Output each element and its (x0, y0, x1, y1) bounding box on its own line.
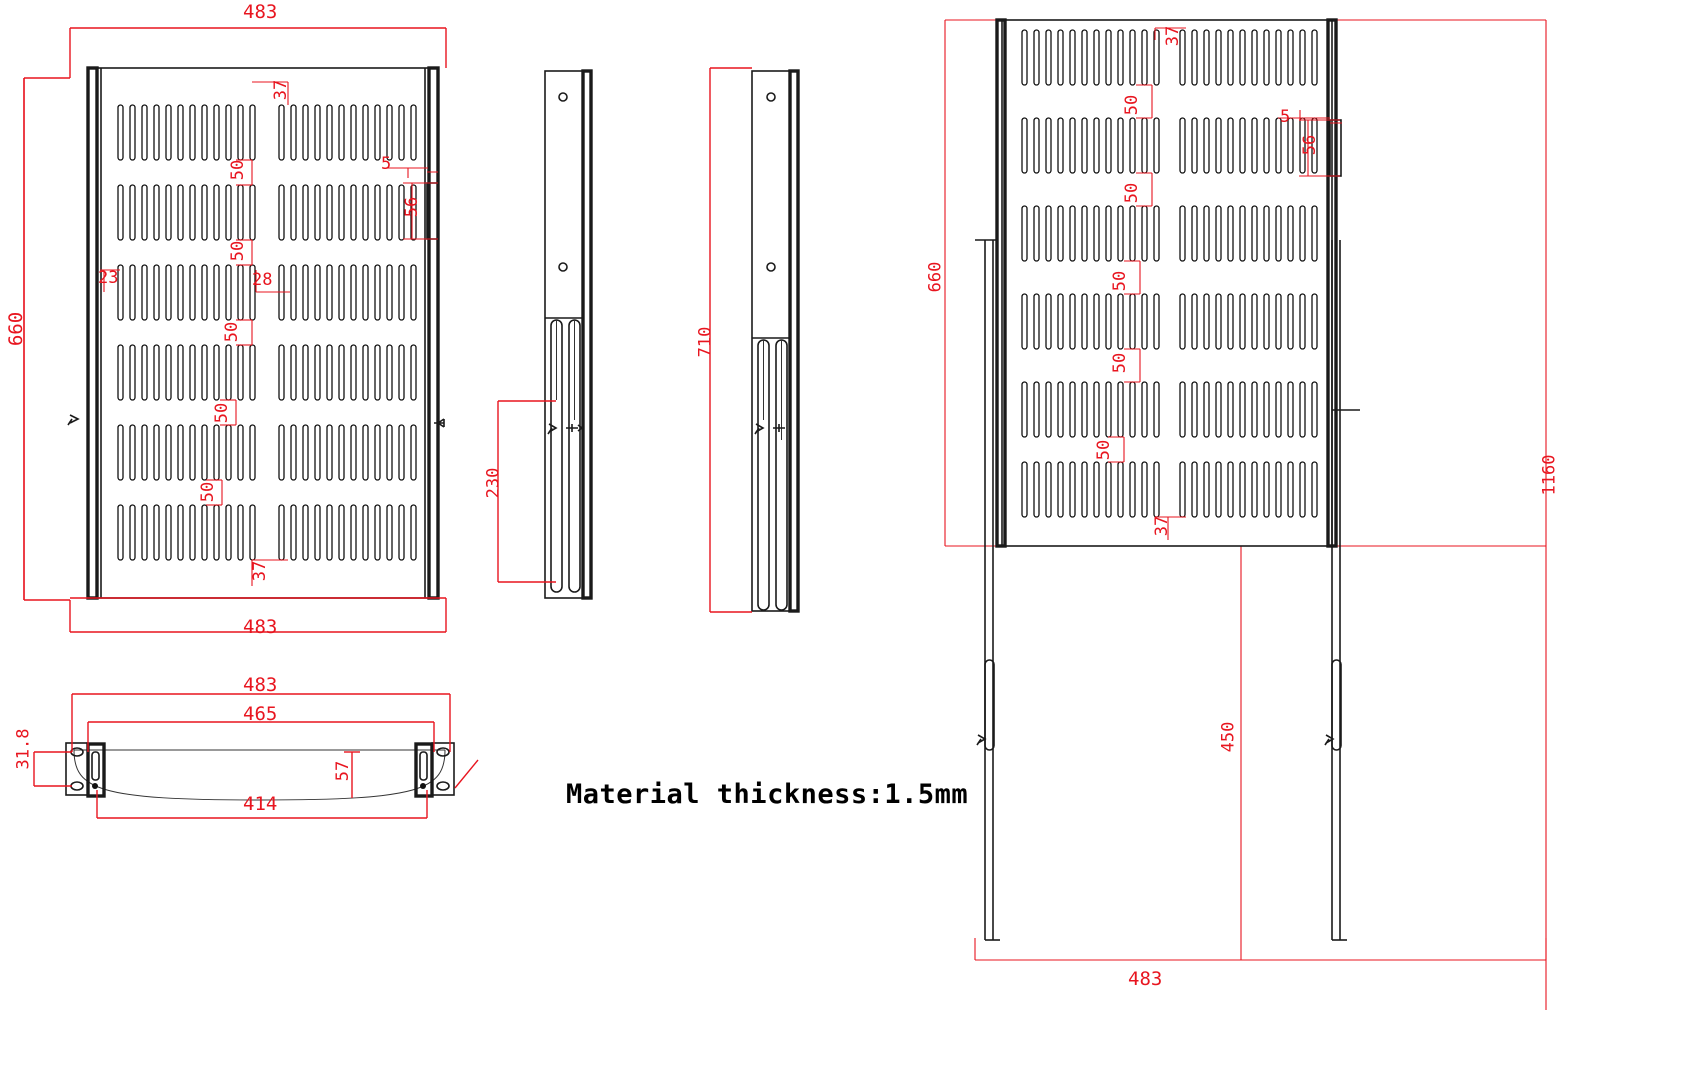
dim-label-ext-37-top: 37 (1163, 25, 1184, 47)
side-view-left (497, 69, 593, 600)
side-left-dim-230 (497, 400, 556, 583)
dim-label-660-left: 660 (5, 311, 28, 347)
bottom-view (33, 693, 479, 819)
front-plate-outline (87, 67, 439, 599)
front-inner-dims (100, 81, 438, 586)
front-left-rail (86, 66, 99, 600)
dim-label-bottom-483: 483 (243, 674, 278, 696)
dim-label-50-e: 50 (198, 481, 219, 503)
ext-slide-rails (975, 239, 1360, 941)
dim-label-710: 710 (695, 326, 716, 358)
ext-vent-slots (1021, 29, 1318, 518)
extended-view (944, 18, 1547, 1010)
dim-label-230: 230 (483, 467, 504, 499)
dim-label-ext-50-b: 50 (1122, 182, 1143, 204)
dim-label-5: 5 (381, 154, 392, 174)
dim-label-50-b: 50 (228, 240, 249, 262)
bottom-right-bracket (414, 742, 455, 798)
ext-right-latch-icon (1324, 734, 1335, 746)
dim-label-50-d: 50 (212, 402, 233, 424)
bottom-dim-57 (344, 751, 360, 798)
bottom-dim-465 (87, 721, 435, 752)
dim-label-ext-483: 483 (1128, 968, 1163, 990)
dim-label-56: 56 (402, 196, 423, 218)
bottom-dim-414 (96, 790, 428, 819)
side-right-hole-top (766, 92, 776, 102)
dim-label-ext-1160: 1160 (1539, 454, 1560, 496)
dim-label-23: 23 (98, 268, 119, 288)
ext-dim-450-483-frame (974, 545, 1547, 961)
side-right-hole-mid (766, 262, 776, 272)
dim-label-bottom-318: 31.8 (13, 728, 34, 770)
material-thickness-note: Material thickness:1.5mm (566, 779, 969, 810)
dim-label-ext-660: 660 (925, 261, 946, 293)
dim-label-ext-50-c: 50 (1110, 270, 1131, 292)
dim-label-ext-56: 56 (1300, 134, 1321, 156)
dim-label-28: 28 (252, 270, 273, 290)
side-view-right (709, 67, 800, 613)
side-left-hole-mid (558, 262, 568, 272)
dim-label-bottom-465: 465 (243, 703, 278, 725)
dim-label-37-top: 37 (271, 79, 292, 101)
dim-label-37-bottom: 37 (250, 560, 271, 582)
bottom-leader (454, 759, 479, 789)
dim-label-ext-450: 450 (1218, 721, 1239, 753)
ext-left-rail (995, 18, 1007, 548)
dim-label-ext-50-e: 50 (1094, 439, 1115, 461)
dim-label-ext-37-bottom: 37 (1152, 515, 1173, 537)
side-left-latch-icon-2 (566, 424, 584, 432)
side-right-latch-icon (754, 423, 765, 435)
side-left-latch-icon (547, 423, 558, 435)
dim-label-bottom-57: 57 (333, 760, 354, 782)
dim-label-483-top: 483 (243, 1, 278, 23)
bottom-profile (73, 749, 446, 801)
dim-label-ext-50-d: 50 (1110, 352, 1131, 374)
dim-label-ext-5: 5 (1280, 107, 1291, 127)
side-left-hole-top (558, 92, 568, 102)
ext-left-latch-icon (976, 734, 987, 746)
side-right-dim-710 (709, 67, 752, 613)
bottom-dim-318 (33, 751, 72, 787)
front-right-rail (427, 66, 440, 600)
ext-inner-dims (1108, 27, 1342, 540)
front-dim-483-bottom (24, 597, 447, 633)
bottom-dim-483 (71, 693, 451, 752)
front-view (23, 27, 447, 633)
front-left-latch-icon (67, 414, 80, 426)
dim-label-bottom-414: 414 (243, 793, 278, 815)
side-right-latch-icon-2 (773, 424, 785, 432)
dim-label-50-a: 50 (228, 159, 249, 181)
dim-label-ext-50-a: 50 (1122, 94, 1143, 116)
front-vent-slots (117, 104, 417, 561)
front-right-latch-icon (434, 418, 445, 428)
dim-label-483-bottom: 483 (243, 616, 278, 638)
dim-label-50-c: 50 (222, 321, 243, 343)
